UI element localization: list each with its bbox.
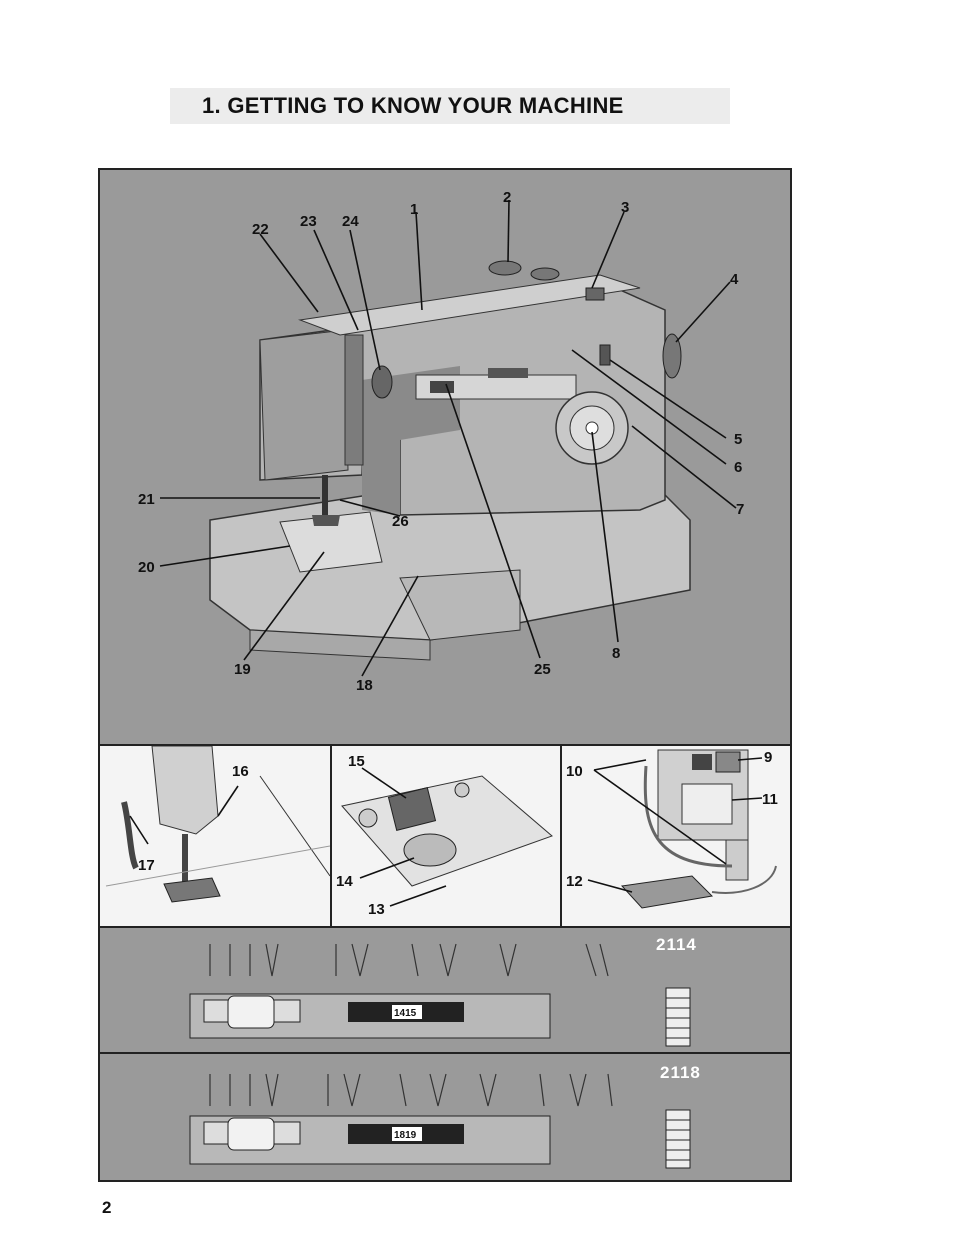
power-switch [692, 754, 712, 770]
needle-bar [322, 475, 328, 515]
arm-shadow [362, 366, 460, 515]
callout-5: 5 [734, 431, 742, 448]
model-label-2118: 2118 [660, 1063, 701, 1082]
model-2118-panel: 1819 2118 [100, 1054, 790, 1180]
callout-20: 20 [138, 559, 155, 576]
wall-outlet [725, 839, 749, 881]
pattern-window [488, 368, 528, 378]
callout-8: 8 [612, 645, 620, 662]
machine-illustration: 1 2 3 4 5 6 7 8 18 19 20 21 22 23 24 25 … [138, 189, 744, 694]
presser-bar [182, 834, 188, 884]
callout-12: 12 [566, 873, 583, 890]
callout-7: 7 [736, 501, 744, 518]
feed-dog [387, 787, 437, 831]
free-arm-box [399, 569, 521, 641]
callout-11: 11 [762, 791, 778, 808]
base-front [249, 629, 431, 661]
end-cover [259, 329, 349, 481]
stitch-length-dial [371, 365, 393, 399]
socket [715, 751, 741, 773]
callout-3: 3 [621, 199, 629, 216]
stitch-slider-knob [227, 995, 275, 1029]
inset-presser-foot: 16 17 [100, 746, 332, 928]
callout-6: 6 [734, 459, 742, 476]
stitch-patterns-2114 [209, 943, 609, 977]
thread-guide [344, 334, 364, 466]
callout-26: 26 [392, 513, 409, 530]
stitch-patterns-2118 [209, 1073, 613, 1107]
callout-10: 10 [566, 763, 583, 780]
callout-17: 17 [138, 857, 155, 874]
bobbin-winder [585, 287, 605, 301]
callout-9: 9 [764, 749, 772, 766]
main-machine-panel: 1 2 3 4 5 6 7 8 18 19 20 21 22 23 24 25 … [100, 170, 790, 746]
top-cover [298, 274, 641, 336]
presser-foot [312, 515, 340, 526]
lamp-cover [681, 783, 733, 825]
stitch-slider-knob-2118 [227, 1117, 275, 1151]
reverse-lever-2118 [665, 1109, 691, 1169]
page-number: 2 [102, 1198, 112, 1217]
page-title: 1. GETTING TO KNOW YOUR MACHINE [170, 88, 730, 124]
needle-plate [279, 511, 383, 573]
callout-23: 23 [300, 213, 317, 230]
handwheel [662, 333, 682, 379]
callout-19: 19 [234, 661, 251, 678]
callout-15: 15 [348, 753, 365, 770]
machine-figure: 1 2 3 4 5 6 7 8 18 19 20 21 22 23 24 25 … [98, 168, 792, 1182]
callout-lines [159, 199, 737, 677]
power-cord [643, 765, 733, 868]
callout-13: 13 [368, 901, 385, 918]
callout-16: 16 [232, 763, 249, 780]
callout-14: 14 [336, 873, 353, 890]
bed-plate [341, 775, 553, 887]
inset-power-connection: 9 10 11 12 [562, 746, 790, 928]
foot-control [620, 875, 714, 909]
callout-24: 24 [342, 213, 359, 230]
pattern-window-number-2114: 1415 [394, 1008, 417, 1019]
needle-housing [151, 746, 219, 835]
inset-bobbin-area: 15 14 13 [332, 746, 562, 928]
model-2114-panel: 1415 2114 [100, 928, 790, 1054]
callout-21: 21 [138, 491, 155, 508]
reverse-button [599, 344, 611, 366]
reverse-lever-2114 [665, 987, 691, 1047]
callout-2: 2 [503, 189, 511, 206]
presser-foot-shape [163, 877, 221, 903]
stitch-selector-knob [430, 381, 454, 393]
spool-pin-a [488, 260, 522, 276]
callout-1: 1 [410, 201, 418, 218]
model-label-2114: 2114 [656, 935, 697, 954]
pattern-window-number-2118: 1819 [394, 1130, 417, 1141]
callout-22: 22 [252, 221, 269, 238]
screw-a [358, 808, 378, 828]
callout-4: 4 [730, 271, 739, 288]
screw-b [454, 782, 470, 798]
spool-pin-b [530, 267, 560, 281]
callout-25: 25 [534, 661, 551, 678]
bobbin-case [403, 833, 457, 867]
callout-18: 18 [356, 677, 373, 694]
presser-lifter [121, 801, 139, 870]
